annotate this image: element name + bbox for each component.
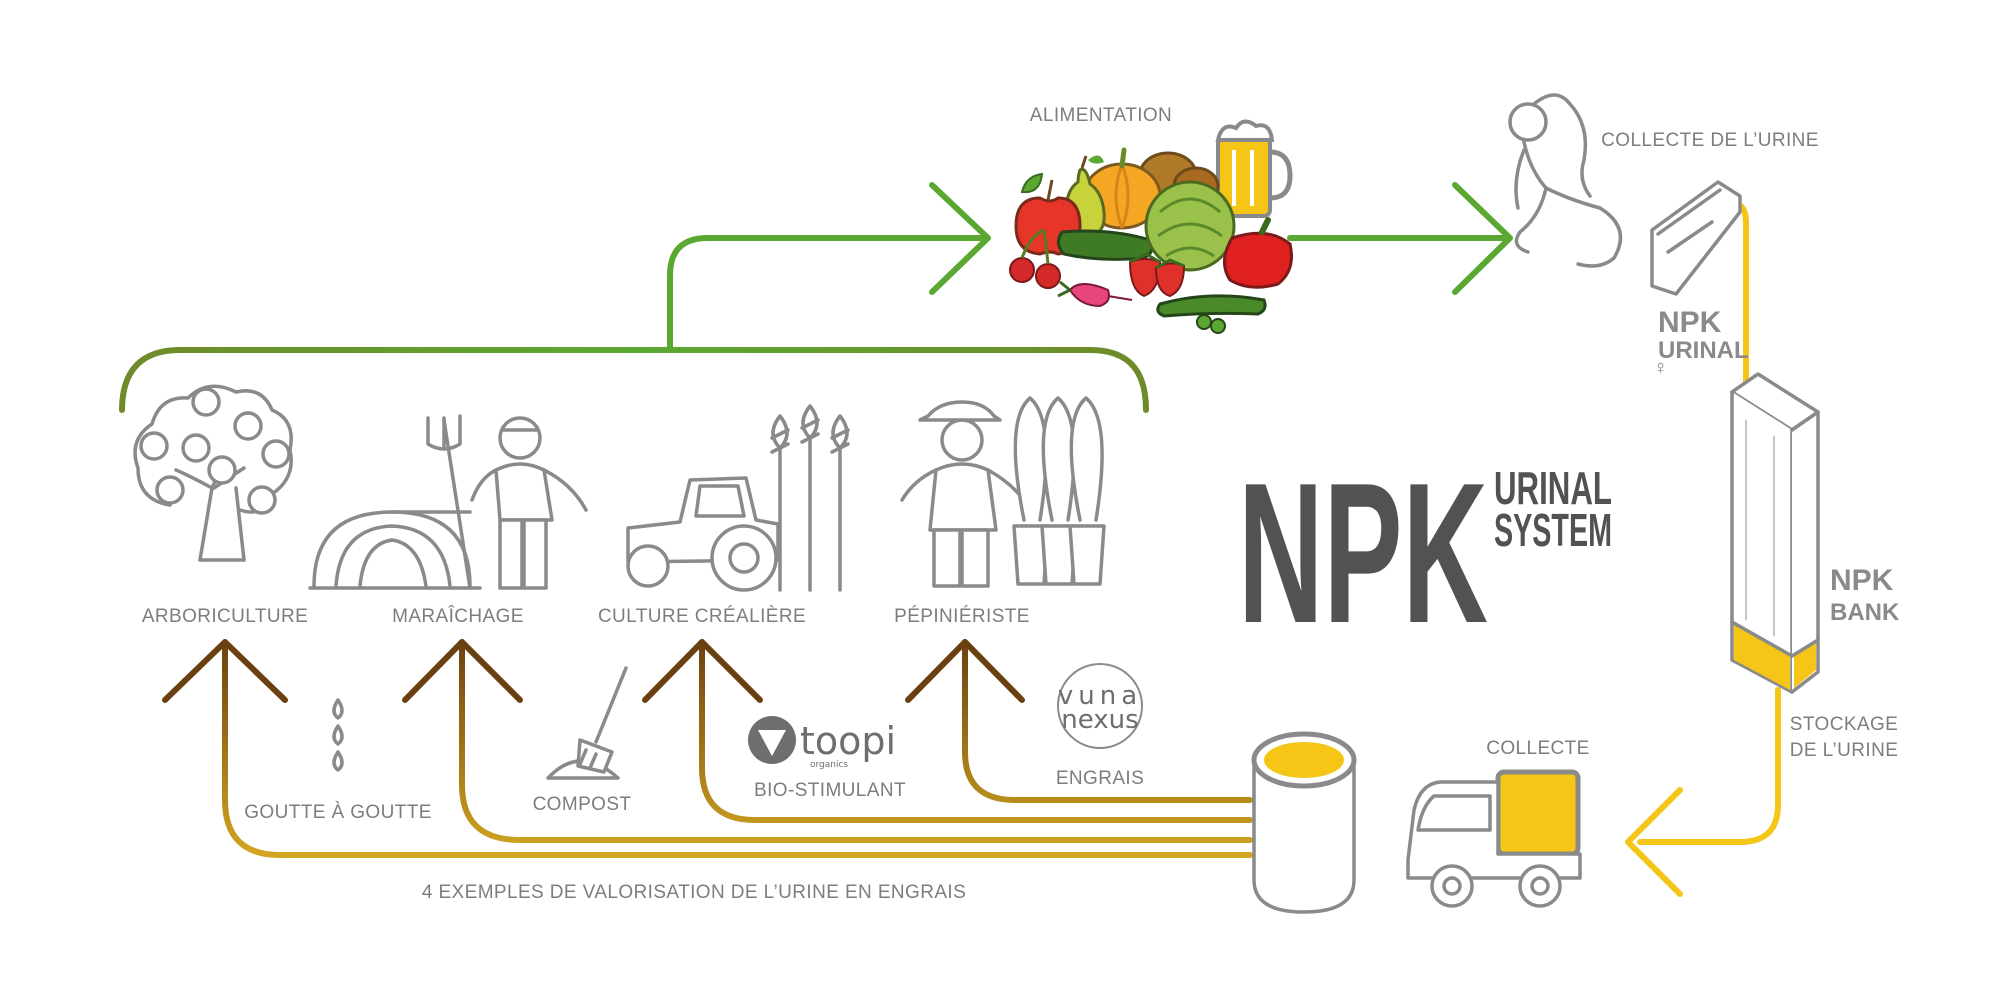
toopi-sub: organics [810,760,848,770]
label-pepinieriste: PÉPINIÉRISTE [894,606,1030,627]
footer-caption: 4 EXEMPLES DE VALORISATION DE L’URINE EN… [422,882,966,903]
fertilizer-flows [162,639,1253,858]
flow-maraichage [459,639,1253,843]
npk-bank-tank-icon [1730,372,1820,694]
label-culture: CULTURE CRÉALIÈRE [598,606,806,627]
apples [139,387,291,515]
vuna-line2: nexus [1061,705,1138,735]
compost-shovel-icon [546,666,628,780]
flow-arboriculture [222,639,1253,858]
flow-culture [699,639,1253,823]
bank-label-line1: NPK [1830,564,1894,597]
label-goutte: GOUTTE À GOUTTE [244,802,432,823]
urinal-label-line1: NPK [1658,306,1722,339]
npk-urinal-device-icon [1650,180,1742,296]
title-urinal: URINAL [1494,462,1612,514]
title-system: SYSTEM [1494,504,1612,556]
strawberry-icon [1128,252,1186,298]
arrow-head-to-collection [1452,182,1513,295]
label-engrais: ENGRAIS [1056,768,1144,789]
label-compost: COMPOST [533,794,632,815]
green-flow [119,182,1513,413]
food-illustration [1009,119,1293,334]
label-collecte-urine: COLLECTE DE L’URINE [1601,130,1819,151]
arrow-head-to-truck [1625,787,1683,897]
toopi-logo: toopi organics [748,716,896,770]
cherries-icon [1009,228,1061,289]
label-arboriculture: ARBORICULTURE [142,606,308,627]
collection-truck-icon [1406,769,1582,908]
label-stockage-line1: STOCKAGE [1790,714,1898,735]
flow-pepinieriste [962,639,1253,803]
arrow-head-maraichage [402,639,523,703]
urinal-label-line2: URINAL [1658,337,1749,364]
drip-drops-icon [332,698,344,772]
radish-icon [1057,280,1133,308]
tractor-wheat-icon [626,404,850,592]
zucchini-icon [1057,229,1154,261]
vuna-line1: vuna [1058,681,1142,711]
label-bio-stimulant: BIO-STIMULANT [754,780,906,801]
woman-squatting-icon [1508,93,1623,268]
npk-urinal-system-logo: NPK URINAL SYSTEM [1238,442,1612,665]
fields-bracket [119,347,1149,413]
arrow-head-pepinieriste [905,639,1025,703]
title-npk: NPK [1238,442,1488,665]
label-alimentation: ALIMENTATION [1030,105,1172,126]
bracket-to-food-line [667,235,988,353]
greenhouse-farmer-icon [308,414,588,590]
female-symbol-icon: ♀ [1653,357,1668,379]
arrow-head-arboriculture [162,639,288,703]
storage-barrel-icon [1251,731,1357,914]
label-maraichage: MARAÎCHAGE [392,605,524,627]
nursery-farmer-icon [900,400,1026,588]
bank-to-truck-pipe [1637,687,1781,845]
label-collecte: COLLECTE [1486,738,1590,759]
fruit-tree-icon [133,384,293,562]
vuna-nexus-logo: vuna nexus [1057,663,1143,749]
beer-mug-icon [1215,119,1293,218]
bank-label-line2: BANK [1830,599,1900,626]
label-stockage-line2: DE L’URINE [1790,740,1899,761]
red-pepper-icon [1223,217,1293,289]
toopi-name: toopi [800,719,896,763]
potted-trees-icon [1012,396,1106,586]
peas-icon [1156,294,1267,334]
arrow-head-to-food [929,182,991,295]
arrow-head-culture [642,639,763,703]
cabbage-icon [1144,180,1236,272]
